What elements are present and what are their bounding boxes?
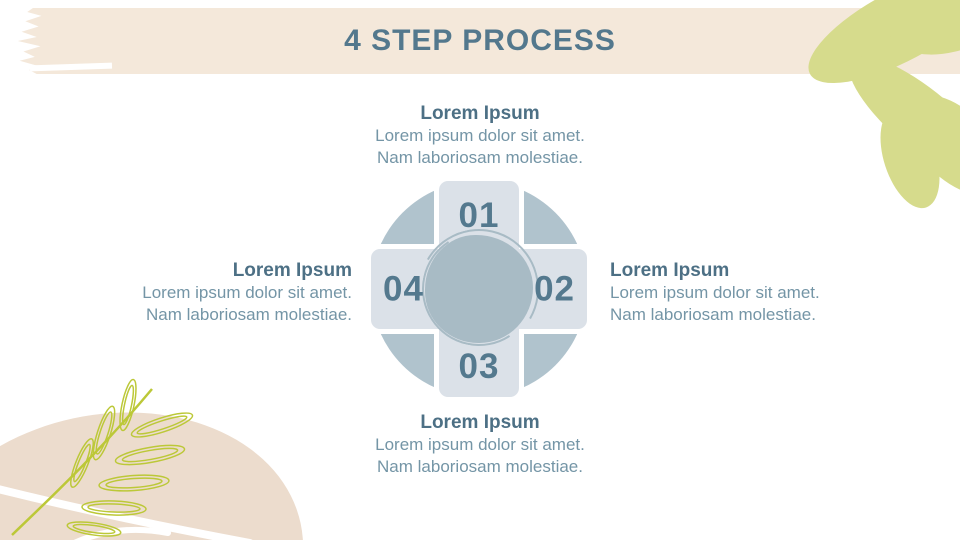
title-banner: [17, 8, 960, 74]
step-text-left: Lorem Ipsum Lorem ipsum dolor sit amet. …: [72, 260, 352, 326]
leaf-stem: [11, 388, 153, 536]
diagram-center-circle: [425, 235, 533, 343]
step-heading: Lorem Ipsum: [420, 103, 540, 124]
step-text-top: Lorem Ipsum Lorem ipsum dolor sit amet. …: [340, 103, 620, 169]
step-body-line: Nam laboriosam molestiae.: [377, 148, 583, 167]
process-diagram: 01 02 03 04: [368, 178, 590, 400]
step-heading: Lorem Ipsum: [420, 412, 540, 433]
step-number-01: 01: [458, 196, 500, 235]
leaf-brush-decoration: [808, 0, 960, 209]
slide-title: 4 STEP PROCESS: [344, 24, 616, 57]
step-body-line: Lorem ipsum dolor sit amet.: [142, 283, 352, 302]
step-number-04: 04: [383, 269, 424, 309]
step-text-bottom: Lorem Ipsum Lorem ipsum dolor sit amet. …: [340, 412, 620, 478]
step-body-line: Lorem ipsum dolor sit amet.: [375, 435, 585, 454]
white-brush-arc-small: [73, 526, 171, 540]
step-body-line: Lorem ipsum dolor sit amet.: [610, 283, 820, 302]
leaf-illustration: [0, 378, 304, 540]
beige-blob: [0, 412, 304, 540]
white-brush-arc: [0, 485, 253, 540]
step-heading: Lorem Ipsum: [610, 260, 730, 281]
step-body-line: Nam laboriosam molestiae.: [146, 305, 352, 324]
step-text-right: Lorem Ipsum Lorem ipsum dolor sit amet. …: [610, 260, 890, 326]
step-body-line: Nam laboriosam molestiae.: [377, 457, 583, 476]
step-body-line: Lorem ipsum dolor sit amet.: [375, 126, 585, 145]
step-number-03: 03: [458, 347, 500, 386]
step-body-line: Nam laboriosam molestiae.: [610, 305, 816, 324]
step-heading: Lorem Ipsum: [232, 260, 352, 281]
step-number-02: 02: [534, 269, 575, 309]
